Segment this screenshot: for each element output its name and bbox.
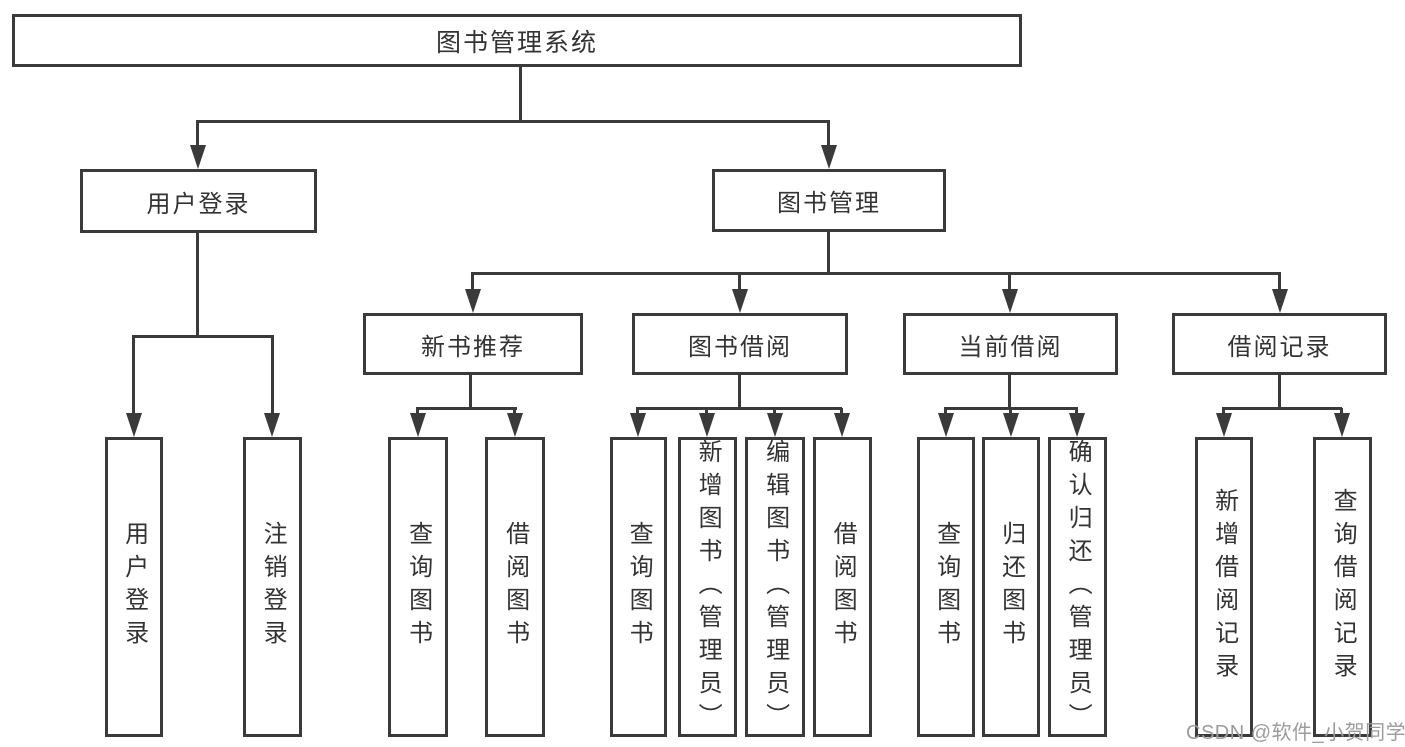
connector-line [1009, 408, 1012, 415]
node-borrowing-records: 借阅记录 [1172, 313, 1387, 375]
arrow-down-icon [1003, 413, 1019, 437]
connector-line [1222, 407, 1342, 410]
leaf-label: 新增借阅记录 [1210, 488, 1238, 686]
connector-line [519, 67, 522, 123]
arrow-down-icon [767, 413, 783, 437]
connector-line [196, 121, 199, 150]
connector-line [1278, 375, 1281, 409]
leaf-label: 归还图书 [997, 521, 1025, 653]
node-book-borrowing: 图书借阅 [632, 313, 848, 375]
node-label: 新书推荐 [421, 333, 525, 361]
connector-line [1278, 273, 1281, 291]
connector-line [471, 273, 474, 291]
connector-line [827, 232, 830, 275]
connector-line [416, 408, 419, 415]
leaf-label: 查询图书 [404, 521, 432, 653]
node-library-management-system: 图书管理系统 [12, 14, 1022, 67]
connector-line [1008, 375, 1011, 409]
leaf-query-books-recommend: 查询图书 [388, 437, 448, 737]
connector-line [1075, 408, 1078, 415]
leaf-add-books-admin: 新增图书（管理员） [678, 437, 737, 737]
leaf-label: 用户登录 [120, 521, 148, 653]
arrow-down-icon [1334, 413, 1350, 437]
leaf-label: 查询图书 [625, 521, 653, 653]
arrow-down-icon [264, 413, 280, 437]
node-new-book-recommendation: 新书推荐 [363, 313, 583, 375]
connector-line [1008, 273, 1011, 291]
connector-line [132, 336, 135, 414]
connector-line [196, 233, 199, 337]
arrow-down-icon [834, 413, 850, 437]
leaf-logout-login: 注销登录 [243, 437, 302, 737]
connector-line [773, 408, 776, 415]
leaf-label: 新增图书（管理员） [694, 438, 722, 736]
arrow-down-icon [630, 413, 646, 437]
arrow-down-icon [1216, 413, 1232, 437]
leaf-query-books-current: 查询图书 [917, 437, 975, 737]
connector-line [1340, 408, 1343, 415]
connector-line [196, 120, 830, 123]
leaf-confirm-return-admin: 确认归还（管理员） [1048, 437, 1107, 737]
leaf-query-borrow-record: 查询借阅记录 [1313, 437, 1372, 737]
node-label: 图书管理系统 [435, 28, 598, 57]
leaf-label: 查询图书 [932, 521, 960, 653]
connector-line [469, 375, 472, 409]
leaf-user-login: 用户登录 [105, 437, 163, 737]
arrow-down-icon [732, 289, 748, 313]
connector-line [471, 272, 1281, 275]
leaf-query-books-borrowing: 查询图书 [610, 437, 667, 737]
connector-line [738, 375, 741, 409]
leaf-label: 查询借阅记录 [1329, 488, 1357, 686]
arrow-down-icon [821, 145, 837, 169]
node-current-borrowing: 当前借阅 [903, 313, 1118, 375]
leaf-edit-books-admin: 编辑图书（管理员） [745, 437, 805, 737]
arrow-down-icon [126, 413, 142, 437]
leaf-label: 注销登录 [259, 521, 287, 653]
leaf-borrow-books-recommend: 借阅图书 [485, 437, 545, 737]
connector-line [944, 408, 947, 415]
arrow-down-icon [410, 413, 426, 437]
node-book-management: 图书管理 [712, 169, 946, 232]
arrow-down-icon [190, 145, 206, 169]
connector-line [840, 408, 843, 415]
arrow-down-icon [1002, 289, 1018, 313]
connector-line [705, 408, 708, 415]
leaf-label: 借阅图书 [501, 521, 529, 653]
leaf-label: 编辑图书（管理员） [761, 438, 789, 736]
leaf-label: 借阅图书 [829, 521, 857, 653]
connector-line [1222, 408, 1225, 415]
node-label: 当前借阅 [958, 333, 1063, 361]
node-user-login: 用户登录 [80, 169, 317, 233]
node-label: 图书借阅 [688, 333, 792, 361]
arrow-down-icon [699, 413, 715, 437]
connector-line [636, 407, 842, 410]
connector-line [416, 407, 517, 410]
leaf-borrow-books-borrowing: 借阅图书 [813, 437, 872, 737]
leaf-add-borrow-record: 新增借阅记录 [1195, 437, 1253, 737]
arrow-down-icon [1272, 289, 1288, 313]
arrow-down-icon [938, 413, 954, 437]
leaf-label: 确认归还（管理员） [1064, 438, 1092, 736]
leaf-return-books: 归还图书 [982, 437, 1040, 737]
connector-line [271, 336, 274, 414]
node-label: 用户登录 [146, 190, 251, 218]
connector-line [738, 273, 741, 291]
connector-line [132, 335, 274, 338]
arrow-down-icon [507, 413, 523, 437]
connector-line [513, 408, 516, 415]
connector-line [636, 408, 639, 415]
node-label: 图书管理 [777, 190, 881, 217]
watermark: CSDN @软件_小贺同学 [1186, 722, 1405, 744]
arrow-down-icon [465, 289, 481, 313]
connector-line [827, 121, 830, 150]
arrow-down-icon [1069, 413, 1085, 437]
node-label: 借阅记录 [1227, 333, 1332, 361]
